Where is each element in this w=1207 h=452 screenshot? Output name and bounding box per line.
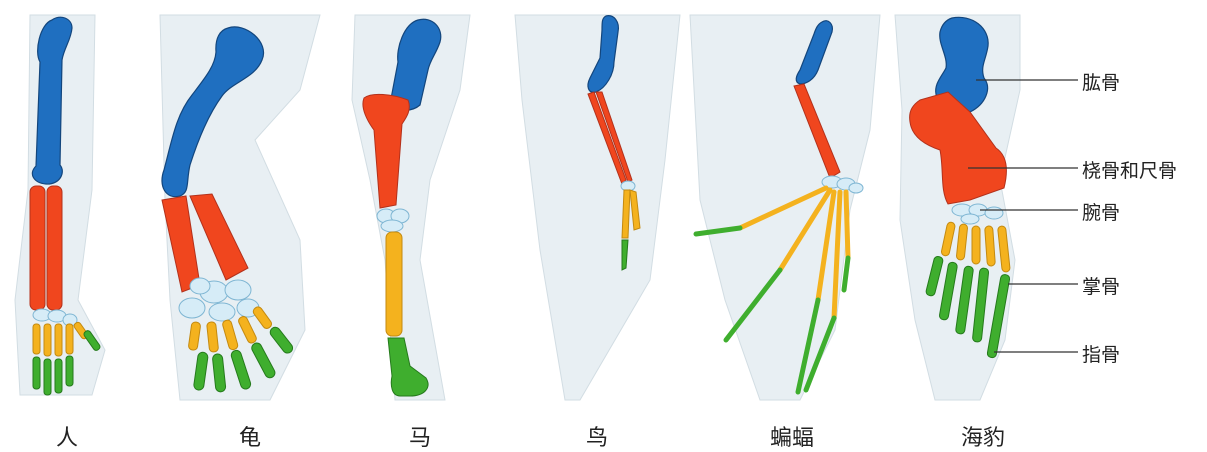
human-radius bbox=[30, 186, 45, 310]
animal-label-horse: 马 bbox=[409, 420, 431, 452]
label-humerus: 肱骨 bbox=[1082, 68, 1120, 95]
label-carpals: 腕骨 bbox=[1082, 198, 1120, 225]
label-metacarpals: 掌骨 bbox=[1082, 272, 1120, 299]
animal-label-seal: 海豹 bbox=[961, 420, 1005, 452]
human-ulna bbox=[47, 186, 62, 310]
animal-label-bat: 蝙蝠 bbox=[770, 420, 814, 452]
animal-label-turtle: 龟 bbox=[239, 420, 261, 452]
animal-label-human: 人 bbox=[56, 420, 78, 452]
label-phalanges: 指骨 bbox=[1082, 340, 1120, 367]
animal-label-bird: 鸟 bbox=[586, 420, 608, 452]
turtle-carpals bbox=[179, 278, 259, 321]
label-radius-ulna: 桡骨和尺骨 bbox=[1082, 156, 1177, 183]
horse-metacarpal bbox=[386, 232, 402, 336]
